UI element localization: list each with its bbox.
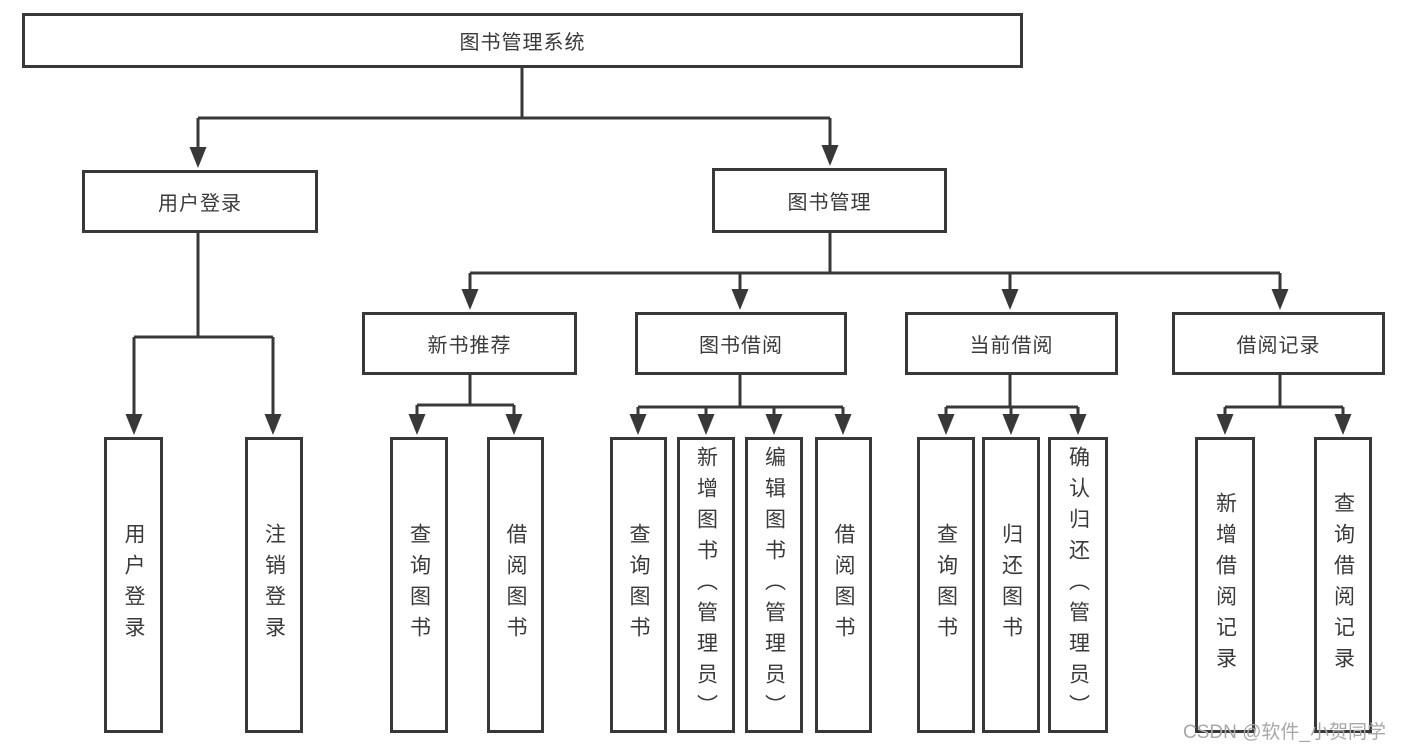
leaf-label: 注销登录 bbox=[262, 523, 286, 647]
leaf-label: 归还图书 bbox=[999, 523, 1023, 647]
leaf-label: 查询图书 bbox=[934, 523, 958, 647]
leaf-label: 确认归还（管理员） bbox=[1066, 445, 1090, 725]
leaf-add-books-admin: 新增图书（管理员） bbox=[677, 437, 735, 733]
leaf-return-books: 归还图书 bbox=[982, 437, 1040, 733]
node-current-borrow: 当前借阅 bbox=[905, 312, 1118, 375]
leaf-user-login: 用户登录 bbox=[104, 437, 163, 733]
leaf-edit-books-admin: 编辑图书（管理员） bbox=[745, 437, 803, 733]
leaf-logout: 注销登录 bbox=[245, 437, 303, 733]
leaf-query-books-current: 查询图书 bbox=[917, 437, 975, 733]
node-root: 图书管理系统 bbox=[22, 13, 1023, 68]
leaf-label: 借阅图书 bbox=[504, 523, 528, 647]
leaf-label: 编辑图书（管理员） bbox=[762, 445, 786, 725]
leaf-query-borrow-record: 查询借阅记录 bbox=[1314, 437, 1372, 733]
leaf-label: 借阅图书 bbox=[832, 523, 856, 647]
leaf-borrow-books-recommend: 借阅图书 bbox=[487, 437, 544, 733]
leaf-borrow-books: 借阅图书 bbox=[815, 437, 872, 733]
leaf-query-books-borrow: 查询图书 bbox=[610, 437, 667, 733]
csdn-watermark: CSDN @软件_小贺同学 bbox=[1183, 722, 1386, 743]
leaf-label: 新增图书（管理员） bbox=[694, 445, 718, 725]
node-user-login: 用户登录 bbox=[82, 170, 318, 233]
node-borrow-record: 借阅记录 bbox=[1172, 312, 1385, 375]
leaf-confirm-return-admin: 确认归还（管理员） bbox=[1048, 437, 1108, 733]
leaf-label: 查询图书 bbox=[407, 523, 431, 647]
leaf-add-borrow-record: 新增借阅记录 bbox=[1195, 437, 1255, 733]
leaf-label: 新增借阅记录 bbox=[1213, 492, 1237, 678]
node-book-management: 图书管理 bbox=[712, 168, 947, 233]
node-new-book-recommend: 新书推荐 bbox=[362, 312, 577, 375]
leaf-label: 查询借阅记录 bbox=[1331, 492, 1355, 678]
node-book-borrow: 图书借阅 bbox=[635, 312, 847, 375]
leaf-query-books-recommend: 查询图书 bbox=[390, 437, 448, 733]
leaf-label: 用户登录 bbox=[122, 523, 146, 647]
leaf-label: 查询图书 bbox=[627, 523, 651, 647]
